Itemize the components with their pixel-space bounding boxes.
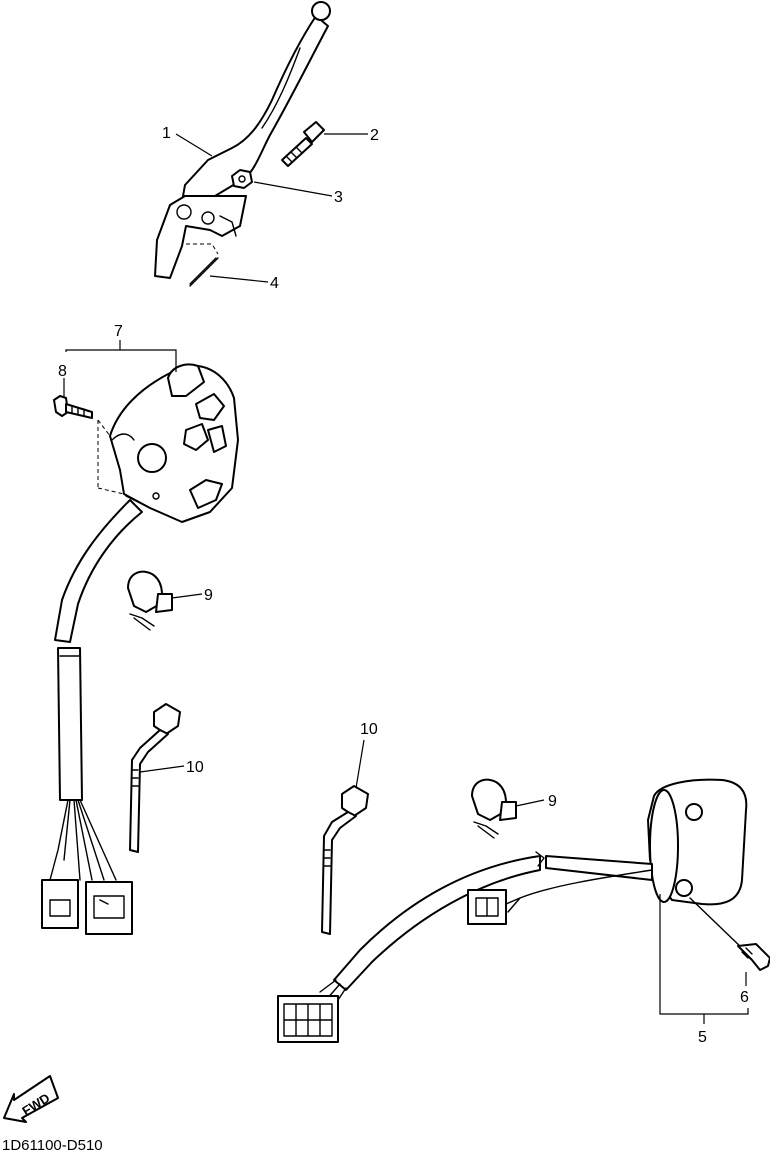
callout-10-left: 10 bbox=[186, 759, 204, 776]
fwd-arrow: FWD bbox=[3, 1075, 59, 1123]
callout-2: 2 bbox=[370, 127, 379, 144]
callout-8: 8 bbox=[58, 363, 67, 380]
right-handlebar-switch bbox=[647, 778, 748, 906]
wire-clamp-left bbox=[127, 570, 173, 631]
right-switch-screw bbox=[689, 897, 770, 971]
callout-7: 7 bbox=[114, 323, 123, 340]
leader-lines bbox=[63, 133, 749, 1024]
callout-9-right: 9 bbox=[548, 793, 557, 810]
left-handlebar-switch bbox=[109, 363, 239, 523]
lever-spring bbox=[186, 243, 219, 287]
wire-clamp-right bbox=[471, 778, 517, 839]
callout-1: 1 bbox=[162, 125, 171, 142]
switch-screw bbox=[53, 395, 93, 419]
callout-3: 3 bbox=[334, 189, 343, 206]
lever-bolt bbox=[281, 121, 325, 167]
callout-4: 4 bbox=[270, 275, 279, 292]
lever-nut bbox=[231, 169, 253, 189]
right-wire-harness bbox=[277, 851, 653, 1043]
callout-6: 6 bbox=[740, 989, 749, 1006]
cable-tie-right bbox=[321, 785, 369, 935]
drawing-code: 1D61100-D510 bbox=[2, 1137, 103, 1153]
callout-9-left: 9 bbox=[204, 587, 213, 604]
left-wire-harness bbox=[41, 499, 143, 935]
callout-10-right: 10 bbox=[360, 721, 378, 738]
callout-5: 5 bbox=[698, 1029, 707, 1046]
screw-dash-line bbox=[97, 419, 125, 495]
cable-tie-left bbox=[129, 703, 181, 853]
clutch-lever bbox=[154, 1, 331, 279]
